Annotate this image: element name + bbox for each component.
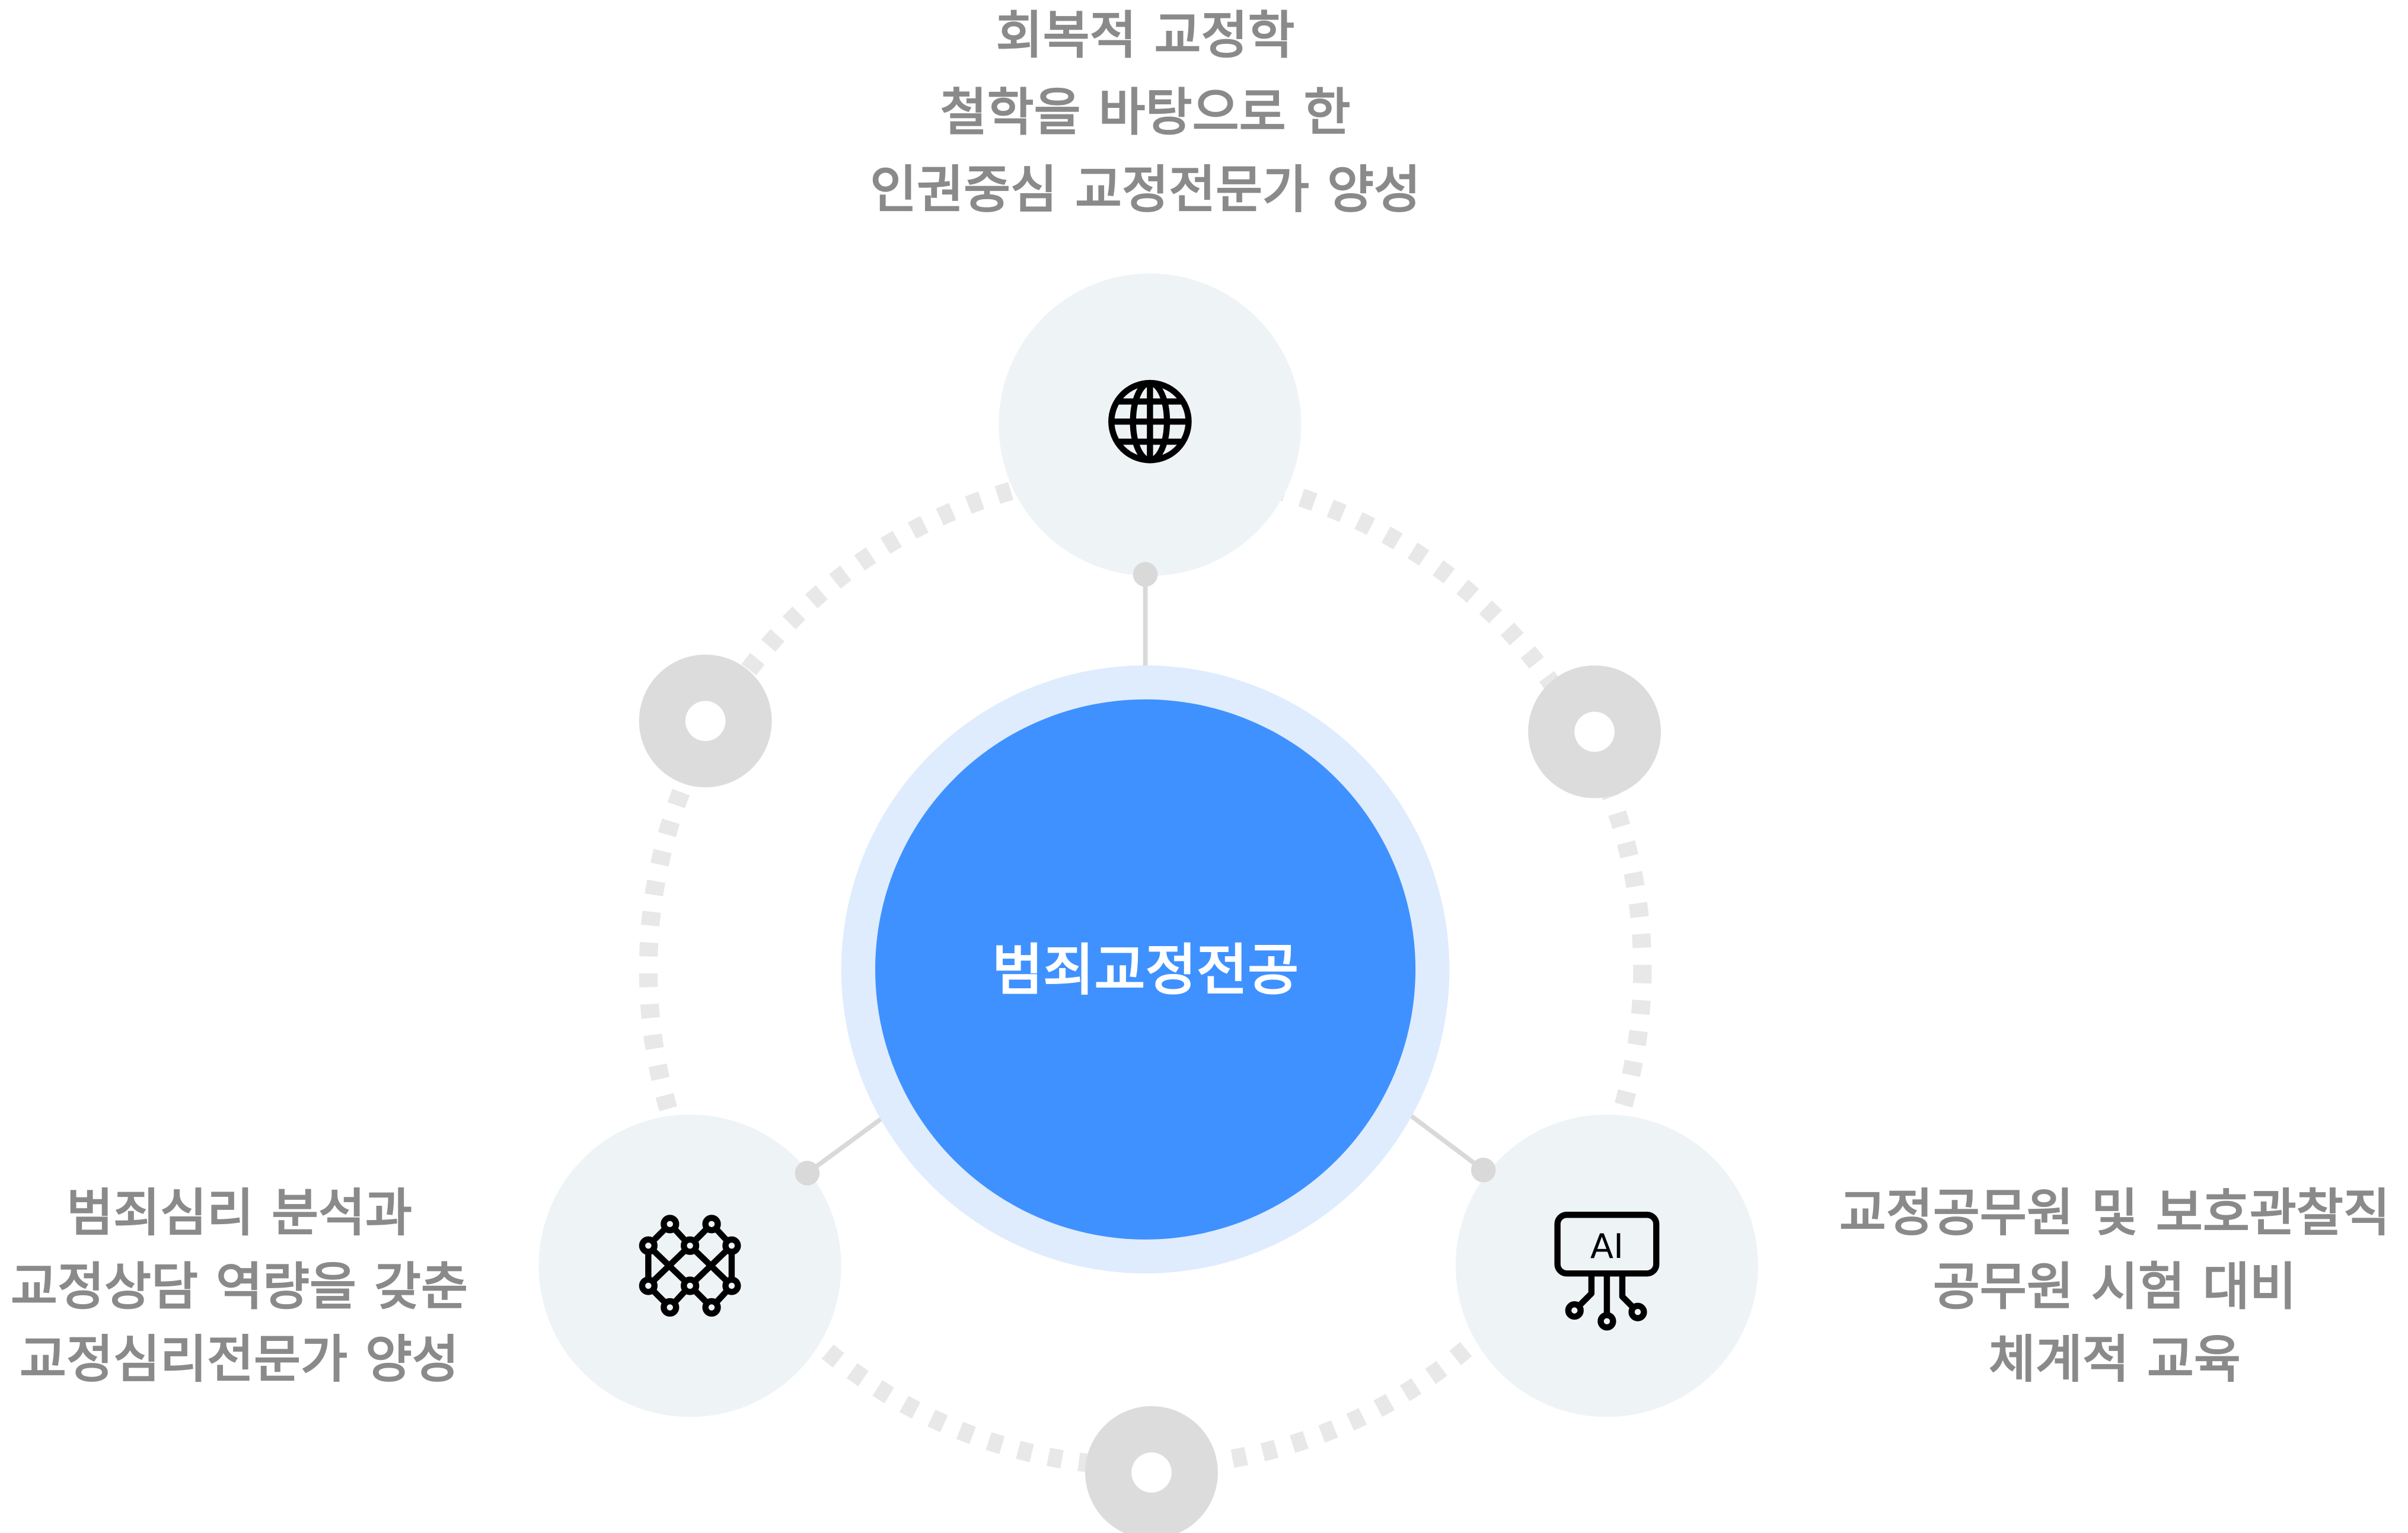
description-line: 범죄심리 분석과 <box>66 1183 412 1243</box>
left-description: 범죄심리 분석과 교정상담 역량을 갖춘 교정심리전문가 양성 <box>11 1183 468 1389</box>
description-line: 체계적 교육 <box>1989 1330 2241 1390</box>
description-line: 철학을 바탕으로 한 <box>940 83 1351 142</box>
description-line: 회복적 교정학 <box>996 6 1295 65</box>
connector-left <box>806 1116 885 1176</box>
right-description: 교정공무원 및 보호관찰직 공무원 시험 대비 체계적 교육 <box>1839 1183 2390 1389</box>
node-left <box>538 1114 841 1417</box>
connector-right <box>1408 1112 1485 1172</box>
node-right <box>1455 1114 1759 1417</box>
top-description: 회복적 교정학 철학을 바탕으로 한 인권중심 교정전문가 양성 <box>870 6 1421 219</box>
globe-icon <box>1108 379 1192 464</box>
ai-chip-icon: AI <box>1554 1212 1660 1331</box>
node-right-dot <box>1471 1157 1496 1183</box>
network-icon <box>639 1215 741 1317</box>
description-line: 교정상담 역량을 갖춘 <box>11 1257 468 1317</box>
description-line: 교정심리전문가 양성 <box>20 1330 459 1390</box>
donut-marker-left <box>639 654 772 788</box>
description-line: 교정공무원 및 보호관찰직 <box>1839 1183 2390 1243</box>
node-top-dot <box>1133 562 1158 587</box>
description-line: 공무원 시험 대비 <box>1933 1257 2297 1317</box>
ai-icon-text: AI <box>1590 1227 1624 1266</box>
donut-marker-bottom <box>1085 1406 1218 1533</box>
node-left-dot <box>795 1161 820 1186</box>
donut-marker-right <box>1528 665 1661 799</box>
description-line: 인권중심 교정전문가 양성 <box>870 160 1421 219</box>
center-circle <box>875 699 1416 1240</box>
center-label: 범죄교정전공 <box>992 938 1299 1003</box>
